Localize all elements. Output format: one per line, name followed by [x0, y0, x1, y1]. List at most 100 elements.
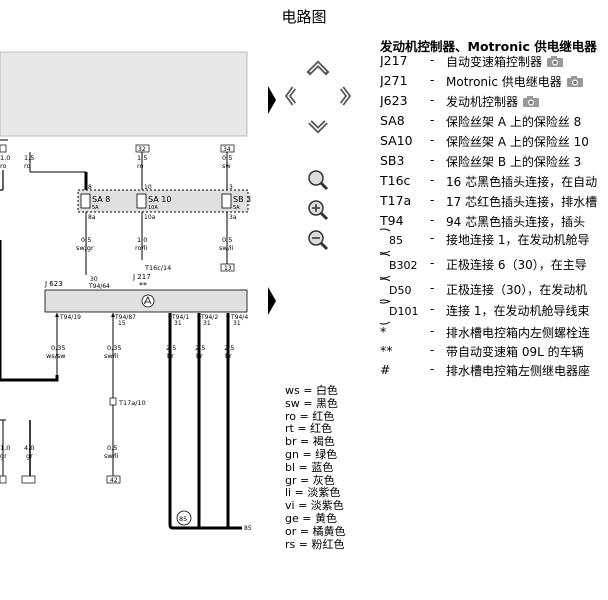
- legend-desc: 保险丝架 B 上的保险丝 3: [446, 155, 582, 169]
- terminal-label: 13: [224, 265, 232, 272]
- legend-dash: -: [430, 173, 435, 187]
- legend-row: B302-正极连接 6（30），在主导: [380, 253, 608, 279]
- wire-color-item: or = 橘黄色: [285, 524, 346, 538]
- terminal-box: [220, 263, 235, 272]
- wire-color: ws/sw: [46, 352, 66, 360]
- legend-code: SA10: [380, 133, 413, 148]
- zoom-in-icon[interactable]: [308, 200, 329, 221]
- legend-dash: -: [430, 343, 435, 357]
- fuse-label: SA 8: [92, 195, 110, 204]
- wire-color: sw/gr: [76, 244, 94, 252]
- ground-code: D50: [389, 284, 412, 297]
- legend-row: T94-94 芯黑色插头连接，插头: [380, 213, 608, 233]
- fuse-pin: 8a: [88, 214, 96, 221]
- pin-sub: 31: [203, 320, 211, 327]
- j217-mark: **: [139, 281, 147, 290]
- wire-color-item: gr = 灰色: [285, 473, 335, 487]
- legend-desc: 带自动变速箱 09L 的车辆: [446, 345, 584, 359]
- pin-label: T94/2: [200, 314, 218, 321]
- wire-color: br: [196, 352, 203, 360]
- legend-dash: -: [430, 133, 435, 147]
- pin-label: T94/87: [114, 314, 136, 321]
- legend-dash: -: [430, 113, 435, 127]
- wire-size: 1,0: [0, 154, 10, 162]
- pin-label: T94/1: [171, 314, 189, 321]
- legend-row: D50 -正极连接（30），在发动机: [380, 278, 608, 304]
- fuse-sa8: 8 SA 8 5A 8a: [80, 184, 110, 221]
- wire-color-item: br = 褐色: [285, 435, 335, 449]
- fuse-label: SB 3: [233, 195, 251, 204]
- legend-dash: -: [430, 302, 435, 316]
- circuit-diagram: 1,0 ro 1,5 ro 32 1,5 ro 34 0,5 sw 8 SA 8…: [0, 51, 352, 532]
- wire-size: 0,35: [51, 344, 65, 352]
- legend-row: SB3-保险丝架 B 上的保险丝 3: [380, 153, 608, 173]
- legend-code: SA8: [380, 113, 405, 128]
- continue-arrow-lower[interactable]: [268, 287, 276, 315]
- zoom-fit-icon[interactable]: [308, 170, 329, 191]
- continue-arrow-upper[interactable]: [268, 86, 276, 114]
- legend-row: J623-发动机控制器: [380, 93, 608, 113]
- legend-code: **: [380, 343, 393, 358]
- wire-size: 0,5: [81, 236, 91, 244]
- legend-row: T17a-17 芯红色插头连接，排水槽: [380, 193, 608, 213]
- legend-row: #-排水槽电控箱左侧继电器座: [380, 362, 608, 380]
- legend-dash: -: [430, 256, 435, 270]
- legend-row: ** -带自动变速箱 09L 的车辆: [380, 343, 608, 363]
- wire-color-item: ws = 白色: [285, 384, 338, 397]
- fuse-holder: [77, 189, 249, 213]
- ground-symbol-icon: D101: [380, 299, 418, 325]
- j623-pin: 30: [90, 276, 98, 283]
- terminal-label: 42: [110, 477, 118, 484]
- wire-size: 1,0: [137, 236, 147, 244]
- j217-label: J 217: [132, 273, 151, 281]
- wire-color: sw/li: [104, 452, 119, 460]
- legend-code: J217: [380, 53, 408, 68]
- legend-row: J217-自动变速箱控制器: [380, 53, 608, 73]
- pan-down-button[interactable]: [308, 120, 328, 134]
- pan-right-button[interactable]: [340, 86, 352, 106]
- wire-size: 2,5: [224, 344, 234, 352]
- fuse-sa10: 10 SA 10 10A 10a: [136, 184, 171, 221]
- wire-color-item: sw = 黑色: [285, 396, 338, 410]
- wire-color: sw/li: [219, 244, 234, 252]
- connector-label: T16c/14: [144, 264, 171, 272]
- page-title: 电路图: [281, 8, 327, 26]
- camera-icon[interactable]: [546, 55, 564, 71]
- fuse-pin: 3: [229, 184, 233, 191]
- legend-desc: 正极连接（30），在发动机: [446, 283, 588, 297]
- fuse-pin: 3a: [229, 214, 237, 221]
- legend-row: D101-连接 1，在发动机舱导线束: [380, 299, 608, 325]
- wire-color: br: [167, 352, 174, 360]
- camera-icon[interactable]: [522, 95, 540, 111]
- legend-desc: 排水槽电控箱内左侧螺栓连: [446, 326, 591, 340]
- legend-dash: -: [430, 362, 435, 376]
- j623-label: J 623: [44, 280, 63, 288]
- legend-desc: 正极连接 6（30），在主导: [446, 258, 587, 272]
- legend-desc: Motronic 供电继电器: [446, 75, 562, 89]
- legend-dash: -: [430, 231, 435, 245]
- legend-code: T94: [380, 213, 404, 228]
- zoom-out-icon[interactable]: [308, 230, 329, 251]
- camera-icon[interactable]: [566, 75, 584, 91]
- wire-color-item: ge = 黄色: [285, 511, 337, 525]
- wire-size: 2,5: [195, 344, 205, 352]
- wire-color: ro: [0, 162, 7, 170]
- j623-conn: T94/64: [88, 283, 110, 290]
- legend-desc: 保险丝架 A 上的保险丝 8: [446, 115, 582, 129]
- legend-row: SA10-保险丝架 A 上的保险丝 10: [380, 133, 608, 153]
- legend-header: 发动机控制器、Motronic 供电继电器: [380, 39, 597, 54]
- pan-up-button[interactable]: [306, 60, 330, 76]
- wire-color: sw/li: [104, 352, 119, 360]
- wire-color-item: vi = 淡紫色: [285, 499, 344, 513]
- wire-size: 2,5: [166, 344, 176, 352]
- ground-point: [176, 510, 192, 526]
- pin-sub: 15: [118, 320, 126, 327]
- legend-desc: 94 芯黑色插头连接，插头: [446, 215, 586, 229]
- wire-color: gr: [0, 452, 7, 460]
- legend-row: J271-Motronic 供电继电器: [380, 73, 608, 93]
- fuse-rating: 5A: [92, 205, 99, 211]
- legend-dash: -: [430, 281, 435, 295]
- pan-left-button[interactable]: [284, 86, 296, 106]
